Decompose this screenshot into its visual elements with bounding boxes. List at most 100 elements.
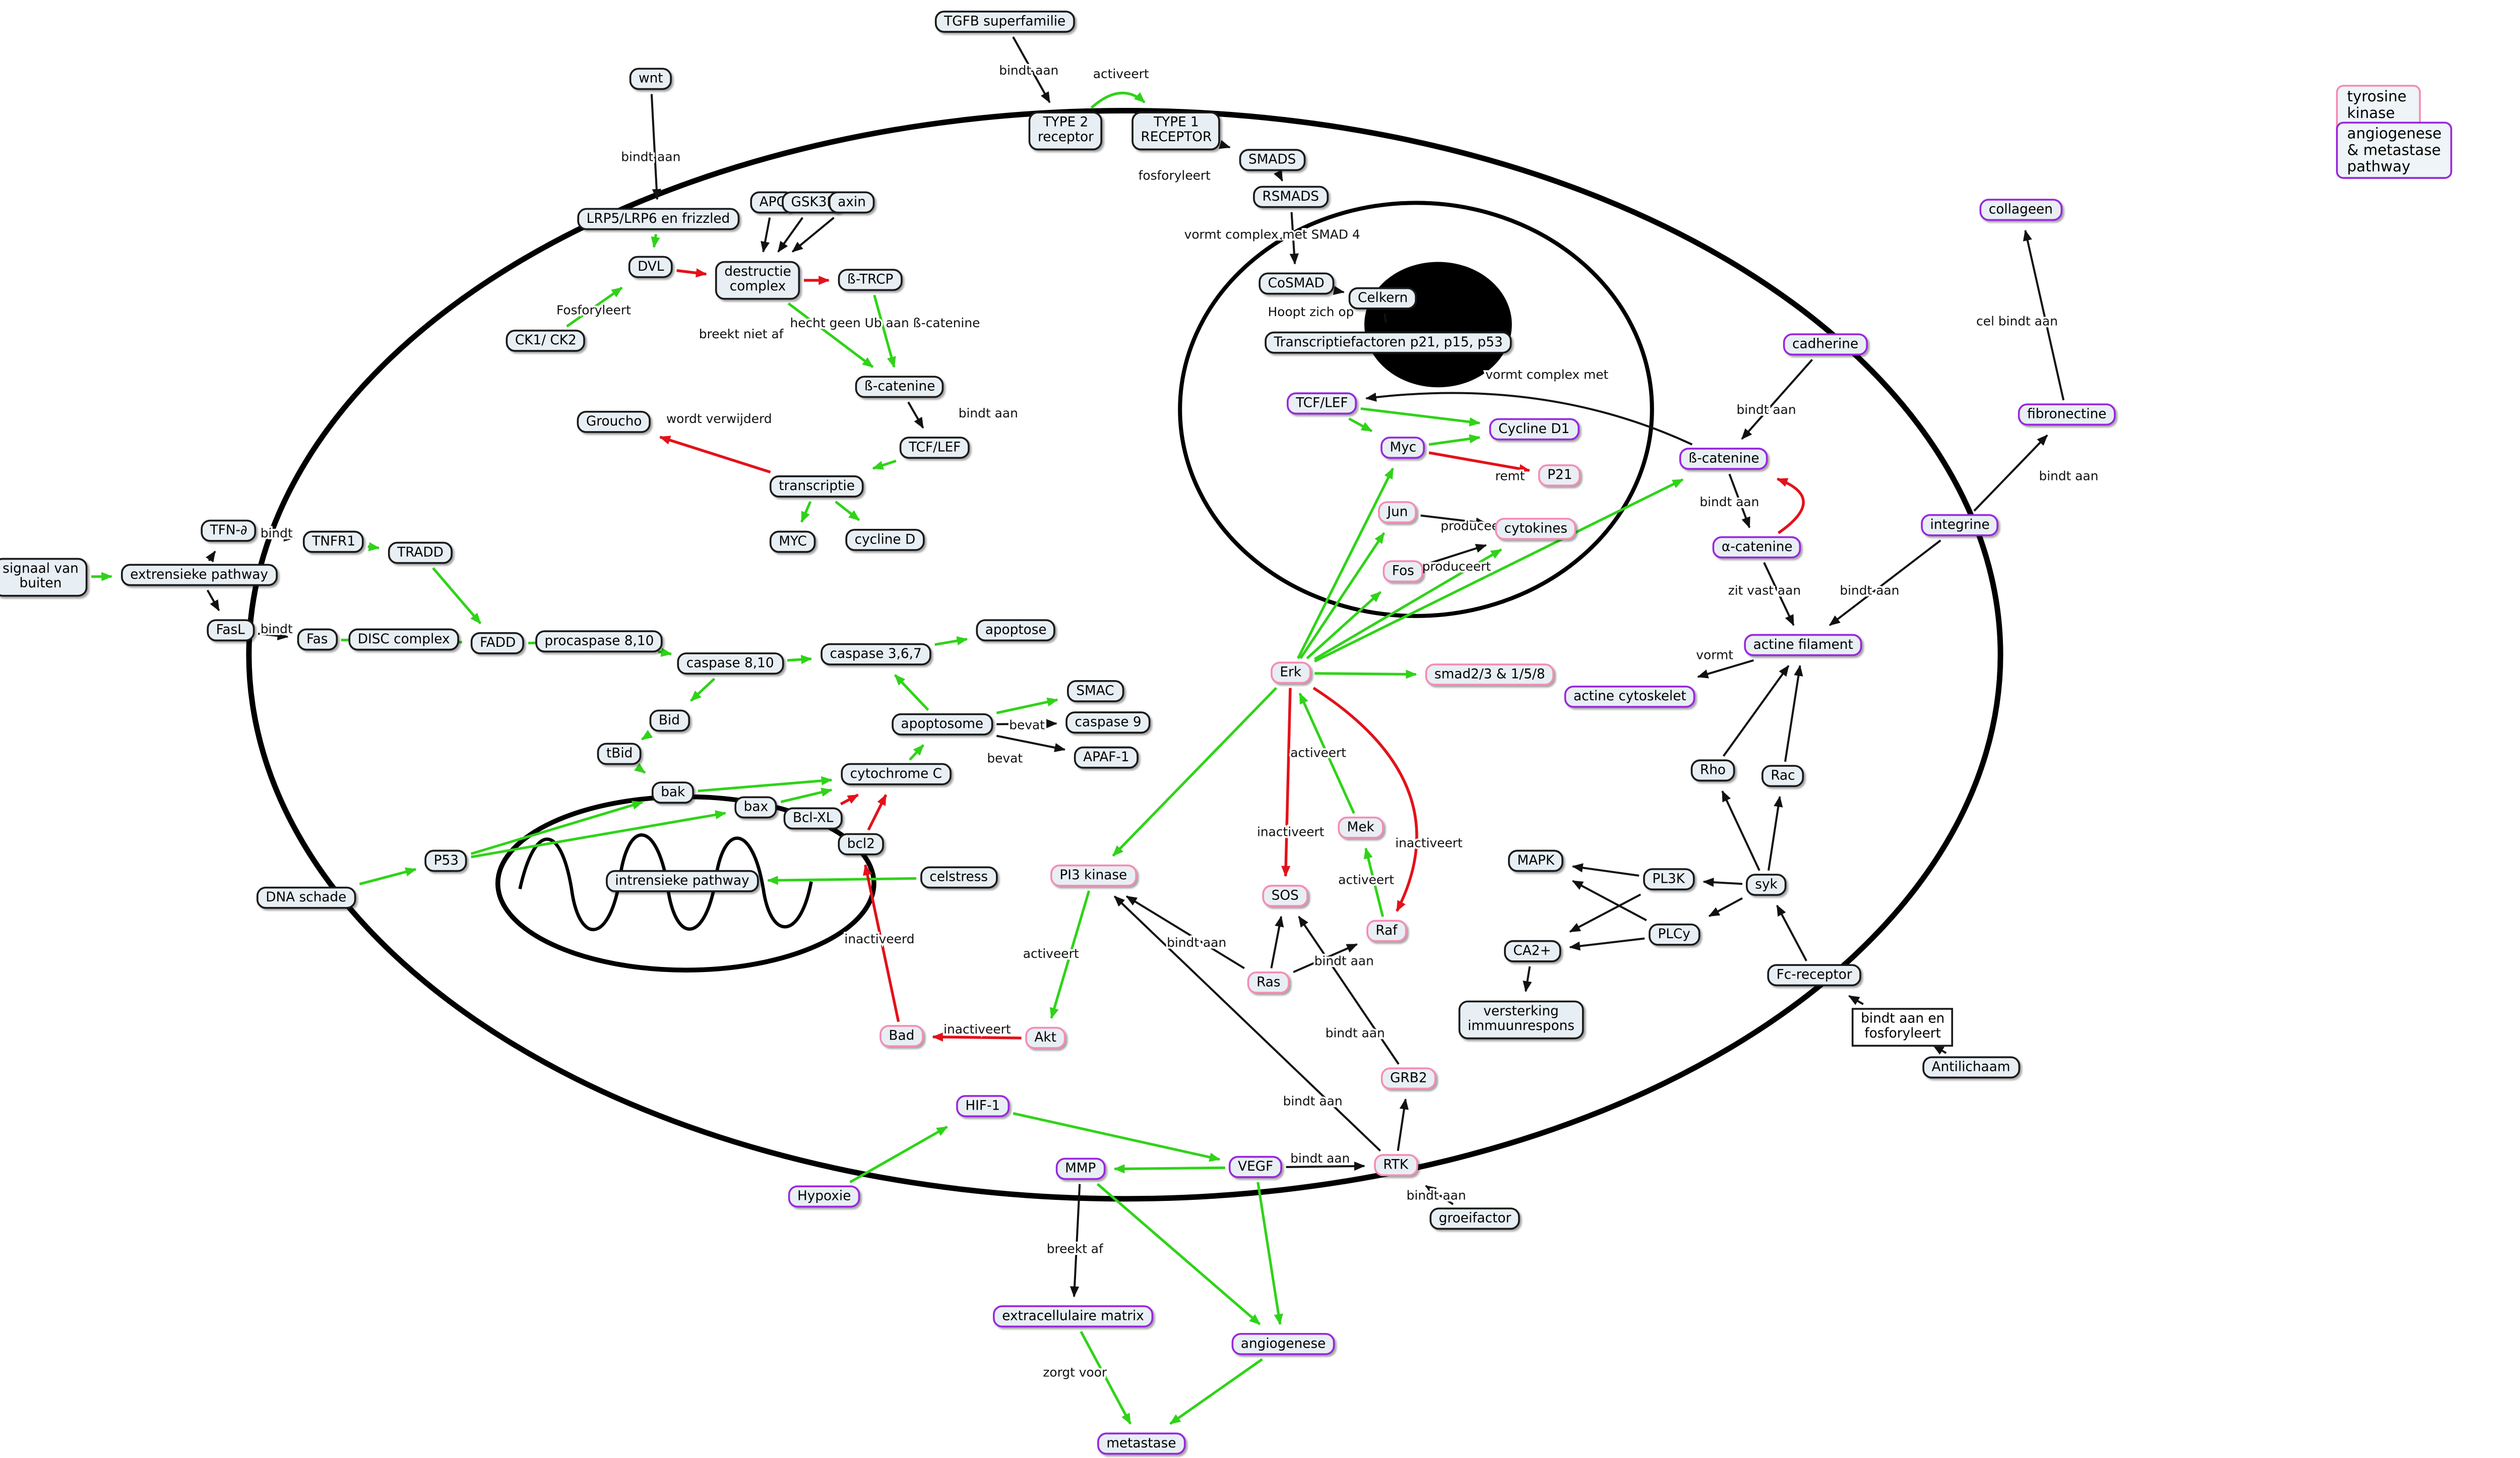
node-dna[interactable]: DNA schade	[256, 886, 356, 910]
node-transcriptie[interactable]: transcriptie	[769, 475, 864, 499]
node-procasp[interactable]: procaspase 8,10	[535, 630, 663, 653]
node-mmp[interactable]: MMP	[1055, 1158, 1105, 1181]
node-tfn[interactable]: TFN-∂	[201, 519, 257, 543]
node-apaf[interactable]: APAF-1	[1074, 746, 1139, 770]
node-mapk[interactable]: MAPK	[1508, 849, 1564, 873]
node-groucho[interactable]: Groucho	[577, 410, 651, 434]
node-aposome[interactable]: apoptosome	[892, 713, 993, 737]
edge-label: hecht geen Ub aan ß-catenine	[790, 316, 980, 330]
node-bax[interactable]: bax	[734, 796, 778, 820]
node-fas[interactable]: Fas	[297, 628, 337, 652]
node-tfactoren[interactable]: Transcriptiefactoren p21, p15, p53	[1265, 331, 1512, 355]
node-signaal[interactable]: signaal van buiten	[0, 558, 88, 597]
node-p21[interactable]: P21	[1538, 464, 1582, 488]
edge-label: bindt aan	[1167, 935, 1226, 950]
node-disc[interactable]: DISC complex	[348, 628, 459, 652]
node-cytokines[interactable]: cytokines	[1495, 518, 1577, 541]
node-rac[interactable]: Rac	[1761, 765, 1804, 788]
node-wnt[interactable]: wnt	[629, 68, 672, 91]
node-tcf_w[interactable]: TCF/LEF	[899, 437, 970, 460]
node-bindfos[interactable]: bindt aan en fosforyleert	[1851, 1008, 1954, 1047]
node-grb2[interactable]: GRB2	[1380, 1067, 1436, 1090]
node-celkern[interactable]: Celkern	[1348, 287, 1417, 311]
node-actcyt[interactable]: actine cytoskelet	[1564, 685, 1696, 709]
node-casp367[interactable]: caspase 3,6,7	[821, 643, 931, 666]
node-bcl2[interactable]: bcl2	[838, 833, 885, 857]
node-bcat_w[interactable]: ß-catenine	[855, 376, 944, 399]
node-erk[interactable]: Erk	[1271, 661, 1311, 685]
node-verst[interactable]: versterking immuunrespons	[1458, 1000, 1584, 1040]
node-ras[interactable]: Ras	[1247, 971, 1290, 995]
edge-transcriptie-cyclined_w	[835, 501, 860, 521]
node-apoptose[interactable]: apoptose	[976, 619, 1056, 642]
edge-label: bindt aan	[1407, 1188, 1466, 1202]
node-cyclined1[interactable]: Cycline D1	[1489, 418, 1579, 442]
node-pl3k[interactable]: PL3K	[1643, 868, 1694, 891]
node-casp810[interactable]: caspase 8,10	[677, 652, 783, 676]
node-meta[interactable]: metastase	[1097, 1432, 1185, 1456]
node-ca2[interactable]: CA2+	[1504, 940, 1560, 963]
node-casp9[interactable]: caspase 9	[1065, 711, 1151, 735]
node-fos[interactable]: Fos	[1382, 560, 1424, 583]
node-celstress[interactable]: celstress	[920, 866, 997, 890]
node-angio[interactable]: angiogenese	[1231, 1332, 1335, 1356]
node-cosmad[interactable]: CoSMAD	[1258, 272, 1334, 296]
node-fcr[interactable]: Fc-receptor	[1767, 964, 1861, 988]
node-intpath[interactable]: intrensieke pathway	[606, 870, 759, 893]
node-rtk[interactable]: RTK	[1374, 1154, 1418, 1177]
node-hypoxie[interactable]: Hypoxie	[788, 1185, 860, 1209]
node-rho[interactable]: Rho	[1690, 759, 1735, 782]
node-smads[interactable]: SMADS	[1239, 149, 1305, 172]
node-fibronectine[interactable]: fibronectine	[2018, 403, 2116, 427]
node-btrcp[interactable]: ß-TRCP	[838, 269, 903, 292]
node-apc[interactable]: APC	[750, 191, 795, 215]
node-actfil[interactable]: actine filament	[1744, 634, 1863, 657]
node-ck[interactable]: CK1/ CK2	[506, 329, 586, 353]
node-integrine[interactable]: integrine	[1921, 514, 1999, 537]
node-smac[interactable]: SMAC	[1067, 680, 1123, 703]
node-mek[interactable]: Mek	[1338, 816, 1384, 840]
node-axin[interactable]: axin	[828, 191, 875, 215]
node-cytc[interactable]: cytochrome C	[841, 763, 952, 786]
node-cadherine[interactable]: cadherine	[1783, 333, 1868, 356]
node-hif[interactable]: HIF-1	[956, 1095, 1010, 1118]
node-acat[interactable]: α-catenine	[1712, 536, 1802, 560]
node-bad[interactable]: Bad	[879, 1025, 924, 1048]
node-type2[interactable]: TYPE 2 receptor	[1028, 111, 1103, 151]
node-tcf_n[interactable]: TCF/LEF	[1286, 392, 1357, 415]
node-myc_w[interactable]: MYC	[769, 530, 816, 554]
node-extpath[interactable]: extrensieke pathway	[120, 564, 278, 587]
node-tnfr1[interactable]: TNFR1	[302, 530, 365, 554]
node-rsmads[interactable]: RSMADS	[1253, 186, 1329, 209]
node-antilichaam[interactable]: Antilichaam	[1922, 1056, 2020, 1079]
node-fadd[interactable]: FADD	[470, 632, 525, 655]
node-fasl[interactable]: FasL	[207, 619, 255, 642]
node-type1[interactable]: TYPE 1 RECEPTOR	[1131, 111, 1221, 151]
node-collageen[interactable]: collageen	[1979, 199, 2062, 222]
node-raf[interactable]: Raf	[1366, 920, 1407, 943]
node-myc_n[interactable]: Myc	[1380, 437, 1426, 460]
node-syk[interactable]: syk	[1746, 874, 1787, 897]
node-tradd[interactable]: TRADD	[388, 541, 453, 565]
node-bak[interactable]: bak	[651, 781, 695, 805]
node-p53[interactable]: P53	[424, 849, 468, 873]
node-akt[interactable]: Akt	[1025, 1026, 1066, 1050]
node-jun[interactable]: Jun	[1378, 501, 1417, 524]
edge-apc-dcomplex	[761, 217, 771, 253]
node-tbid[interactable]: tBid	[597, 743, 642, 766]
node-bid[interactable]: Bid	[649, 709, 689, 733]
node-vegf[interactable]: VEGF	[1228, 1156, 1283, 1179]
node-tgfb[interactable]: TGFB superfamilie	[934, 11, 1075, 34]
node-dcomplex[interactable]: destructie complex	[715, 261, 801, 300]
node-pi3[interactable]: PI3 kinase	[1050, 864, 1137, 888]
node-sos[interactable]: SOS	[1262, 885, 1308, 908]
node-cyclined_w[interactable]: cycline D	[845, 529, 925, 552]
node-bcat_r[interactable]: ß-catenine	[1679, 448, 1769, 471]
node-bclxl[interactable]: Bcl-XL	[783, 807, 843, 831]
node-lrp[interactable]: LRP5/LRP6 en frizzled	[577, 208, 739, 231]
node-groei[interactable]: groeifactor	[1429, 1207, 1521, 1231]
node-dvl[interactable]: DVL	[628, 256, 673, 279]
node-plcy[interactable]: PLCy	[1649, 923, 1700, 947]
node-ecm[interactable]: extracellulaire matrix	[992, 1305, 1154, 1328]
node-smad23[interactable]: smad2/3 & 1/5/8	[1425, 663, 1554, 687]
